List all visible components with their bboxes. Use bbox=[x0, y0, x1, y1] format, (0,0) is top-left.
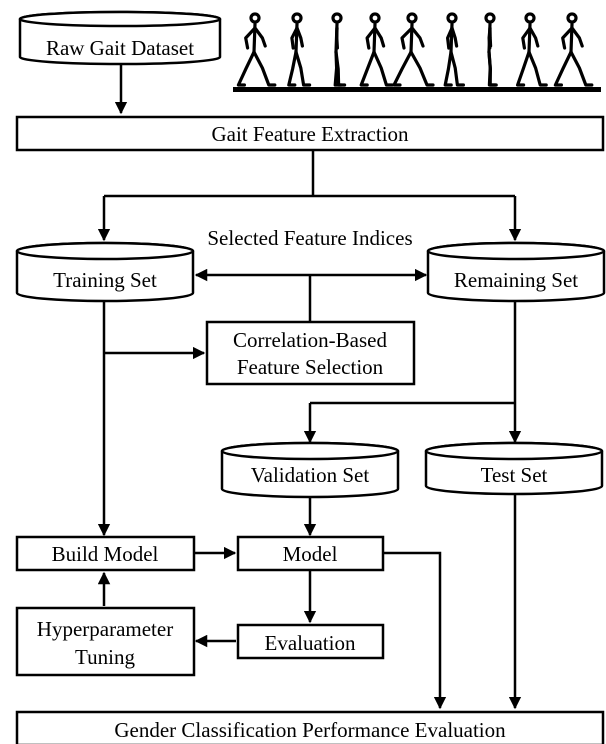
walking-figure-icon bbox=[236, 12, 277, 87]
raw-dataset-label: Raw Gait Dataset bbox=[46, 36, 194, 60]
evaluation-label: Evaluation bbox=[265, 631, 356, 655]
validation-set-cylinder: Validation Set bbox=[220, 441, 400, 499]
build-model-label: Build Model bbox=[52, 542, 159, 566]
walking-figure-icon bbox=[331, 12, 347, 87]
training-set-cylinder: Training Set bbox=[15, 241, 195, 303]
feature-extraction-label: Gait Feature Extraction bbox=[211, 122, 409, 146]
test-set-cylinder: Test Set bbox=[424, 441, 604, 496]
walking-figure-icon bbox=[553, 12, 594, 87]
hyperparameter-label-line2: Tuning bbox=[75, 645, 135, 669]
evaluation-box: Evaluation bbox=[236, 623, 385, 660]
test-set-label: Test Set bbox=[481, 463, 548, 487]
build-model-box: Build Model bbox=[15, 535, 196, 572]
hyperparameter-label-line1: Hyperparameter bbox=[37, 617, 173, 641]
walking-figure-icon bbox=[516, 12, 548, 87]
remaining-set-cylinder: Remaining Set bbox=[426, 241, 606, 303]
walking-figure-icon bbox=[359, 12, 394, 87]
hyperparameter-tuning-box: Hyperparameter Tuning bbox=[15, 606, 196, 677]
walking-figure-icon bbox=[287, 12, 312, 87]
model-label: Model bbox=[283, 542, 338, 566]
validation-set-label: Validation Set bbox=[251, 463, 370, 487]
walking-stick-figures-icon bbox=[233, 12, 601, 92]
raw-dataset-cylinder: Raw Gait Dataset bbox=[18, 10, 222, 66]
feature-extraction-box: Gait Feature Extraction bbox=[15, 115, 605, 152]
cfs-label-line2: Feature Selection bbox=[237, 355, 384, 379]
final-evaluation-box: Gender Classification Performance Evalua… bbox=[15, 710, 605, 744]
remaining-set-label: Remaining Set bbox=[454, 268, 578, 292]
walking-figure-icon bbox=[392, 12, 435, 87]
final-evaluation-label: Gender Classification Performance Evalua… bbox=[114, 718, 506, 742]
selected-indices-label: Selected Feature Indices bbox=[207, 226, 412, 250]
training-set-label: Training Set bbox=[53, 268, 157, 292]
connector-lines bbox=[97, 64, 522, 710]
model-box: Model bbox=[236, 535, 385, 572]
walking-figure-icon bbox=[443, 12, 465, 87]
cfs-label-line1: Correlation-Based bbox=[233, 328, 387, 352]
walking-figure-icon bbox=[484, 12, 498, 87]
cfs-box: Correlation-Based Feature Selection bbox=[205, 320, 416, 386]
